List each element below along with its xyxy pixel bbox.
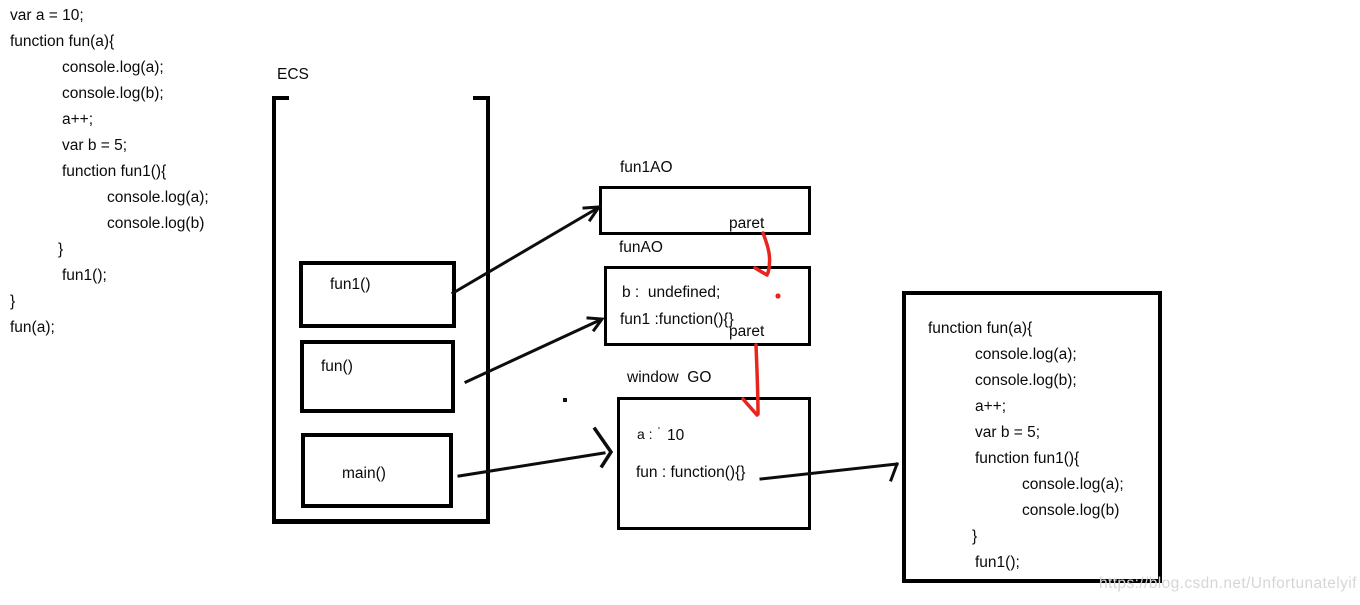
stack-frame-label: main() [342, 465, 386, 482]
stack-frame-fun: fun() [300, 340, 455, 413]
arrow-fun-to-funao-head [586, 316, 605, 333]
funao-var-b: b : undefined; [622, 284, 721, 301]
code-line: var b = 5; [62, 137, 128, 154]
csdn-watermark: https://blog.csdn.net/Unfortunatelyif [1099, 575, 1357, 592]
window-go-a-label: a : [637, 426, 653, 442]
fun1ao-parent-label: paret [729, 215, 765, 232]
window-go-title: window GO [627, 369, 712, 386]
code-line: function fun(a){ [928, 320, 1033, 337]
stack-frame-fun1: fun1() [299, 261, 456, 328]
code-line: fun1(); [62, 267, 107, 284]
code-line: console.log(b) [107, 215, 205, 232]
code-line: a++; [62, 111, 94, 128]
funao-parent-label: paret [729, 323, 765, 340]
arrow-main-to-windowgo-head [592, 426, 614, 469]
fun1ao-box [599, 186, 811, 235]
code-line: console.log(a); [975, 346, 1077, 363]
black-dot-mark [563, 398, 567, 402]
code-line: var b = 5; [975, 424, 1041, 441]
stack-frame-main: main() [301, 433, 453, 508]
code-line: } [972, 528, 978, 545]
arrow-fun-to-source-head [889, 462, 899, 482]
window-go-fun-entry: fun : function(){} [636, 464, 746, 481]
stack-frame-label: fun() [321, 358, 353, 375]
code-line: a++; [975, 398, 1007, 415]
ecs-bracket-bottom-line [272, 519, 490, 524]
stack-frame-label: fun1() [330, 276, 371, 293]
window-go-stray-mark: ' [658, 426, 660, 437]
code-line: console.log(a); [62, 59, 164, 76]
code-line: console.log(a); [107, 189, 209, 206]
ecs-bracket-top-left-tick [272, 96, 289, 100]
ecs-bracket-left-line [272, 96, 276, 523]
code-line: fun(a); [10, 319, 55, 336]
code-line: function fun1(){ [62, 163, 167, 180]
arrow-fun1-to-fun1ao-head [582, 205, 603, 223]
ecs-bracket-right-line [486, 96, 490, 523]
code-line: console.log(b); [62, 85, 164, 102]
code-line: function fun1(){ [975, 450, 1080, 467]
code-line: console.log(b) [1022, 502, 1120, 519]
funao-title: funAO [619, 239, 663, 256]
code-line: var a = 10; [10, 7, 84, 24]
funao-fun1-entry: fun1 :function(){} [620, 311, 734, 328]
code-line: } [58, 241, 64, 258]
code-line: console.log(a); [1022, 476, 1124, 493]
fun1ao-title: fun1AO [620, 159, 673, 176]
code-line: fun1(); [975, 554, 1020, 571]
ecs-label: ECS [277, 66, 309, 83]
ecs-bracket-top-right-tick [473, 96, 490, 100]
function-source-border [902, 291, 1162, 583]
arrow-main-to-windowgo [457, 451, 606, 478]
code-line: console.log(b); [975, 372, 1077, 389]
funao-box [604, 266, 811, 346]
arrow-fun1-to-fun1ao [450, 206, 599, 296]
window-go-a-value: 10 [667, 427, 685, 444]
code-line: function fun(a){ [10, 33, 115, 50]
code-line: } [10, 293, 16, 310]
